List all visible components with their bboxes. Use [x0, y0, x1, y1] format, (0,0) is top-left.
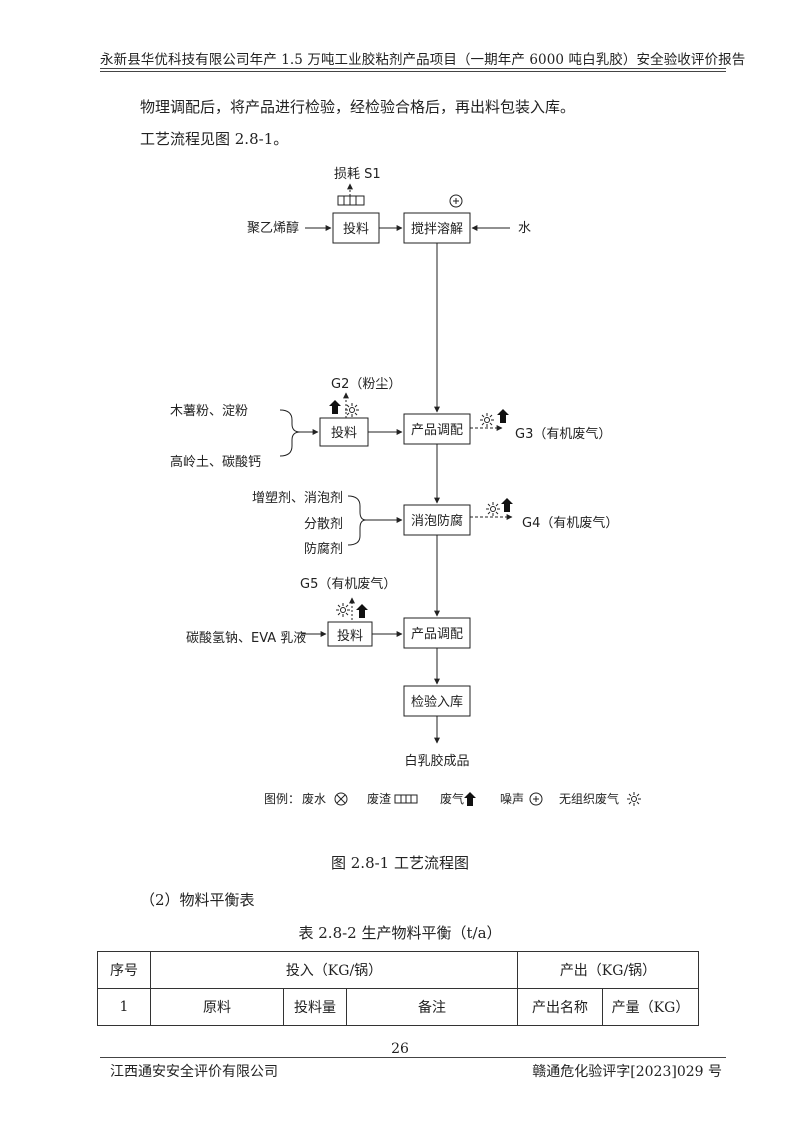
- fugitive-gas-icon: [626, 791, 642, 807]
- header-no: 序号: [97, 951, 151, 989]
- col-note: 备注: [346, 988, 518, 1026]
- fugitive-gas-icon: [485, 501, 501, 517]
- box-blend-1-label: 产品调配: [411, 423, 463, 438]
- page-header-title: 永新县华优科技有限公司年产 1.5 万吨工业胶粘剂产品项目（一期年产 6000 …: [100, 52, 746, 68]
- box-blend-2-label: 产品调配: [411, 627, 463, 642]
- emission-g2-label: G2（粉尘）: [331, 377, 401, 392]
- table-row: 序号 投入（KG/锅） 产出（KG/锅）: [97, 951, 699, 989]
- table-title: 表 2.8-2 生产物料平衡（t/a）: [298, 924, 502, 942]
- emission-g4-label: G4（有机废气）: [522, 515, 618, 531]
- bracket: [347, 495, 367, 546]
- gas-icon: [464, 792, 476, 806]
- input-starch-1: 木薯粉、淀粉: [170, 404, 248, 419]
- slag-icon: [337, 195, 365, 206]
- gas-icon: [501, 498, 513, 512]
- fugitive-gas-icon: [344, 402, 360, 418]
- footer-rule: [100, 1057, 726, 1058]
- col-out-qty: 产量（KG）: [602, 988, 699, 1026]
- box-blend-2: [403, 617, 471, 649]
- header-rule-thin: [100, 71, 726, 72]
- box-feed-2-label: 投料: [331, 425, 357, 441]
- gas-icon: [356, 604, 368, 618]
- input-additives-2: 分散剂: [304, 517, 343, 532]
- input-starch-2: 高岭土、碳酸钙: [170, 454, 261, 470]
- col-material: 原料: [150, 988, 284, 1026]
- fugitive-gas-icon: [479, 412, 495, 428]
- legend-prefix: 图例：: [264, 792, 300, 806]
- material-balance-table: 序号 投入（KG/锅） 产出（KG/锅） 1 原料 投料量 备注 产出名称 产量…: [97, 951, 699, 1026]
- box-feed-3: [327, 621, 373, 647]
- header-rule: [100, 68, 726, 69]
- gas-icon: [497, 409, 509, 423]
- emission-g3-label: G3（有机废气）: [515, 426, 611, 442]
- legend-gas: 废气: [440, 791, 464, 806]
- box-feed-1-label: 投料: [343, 221, 369, 237]
- box-feed-3-label: 投料: [337, 628, 363, 644]
- footer-doc-number: 赣通危化验评字[2023]029 号: [532, 1064, 722, 1080]
- header-input: 投入（KG/锅）: [150, 951, 518, 989]
- subsection-heading: （2）物料平衡表: [140, 891, 255, 909]
- gas-icon: [329, 400, 341, 414]
- box-inspect: [403, 685, 471, 717]
- box-inspect-label: 检验入库: [411, 694, 463, 710]
- row-no: 1: [97, 988, 151, 1026]
- process-flowchart: 损耗 S1 聚乙烯醇 投料 搅拌溶解 水 G2（粉尘） 木薯粉、淀粉 高岭土、碳…: [170, 167, 642, 807]
- fugitive-gas-icon: [335, 602, 351, 618]
- box-dissolve-label: 搅拌溶解: [411, 221, 463, 237]
- figure-caption: 图 2.8-1 工艺流程图: [330, 854, 469, 872]
- input-additives-3: 防腐剂: [304, 541, 343, 557]
- input-final: 碳酸氢钠、EVA 乳液: [186, 631, 306, 646]
- page-number: 26: [391, 1041, 409, 1057]
- col-out-name: 产出名称: [517, 988, 603, 1026]
- emission-s1-label: 损耗 S1: [334, 167, 381, 182]
- box-blend-1: [403, 413, 471, 445]
- col-qty: 投料量: [283, 988, 347, 1026]
- input-water: 水: [518, 221, 531, 236]
- legend-noise: 噪声: [500, 792, 524, 806]
- input-pva: 聚乙烯醇: [247, 220, 299, 236]
- box-defoam-label: 消泡防腐: [411, 513, 463, 529]
- legend-slag: 废渣: [367, 791, 391, 806]
- legend-wastewater: 废水: [302, 791, 326, 806]
- wastewater-icon: [334, 792, 348, 806]
- slag-icon: [394, 794, 418, 804]
- noise-icon: [529, 792, 543, 806]
- noise-icon: [449, 194, 463, 208]
- input-additives-1: 增塑剂、消泡剂: [252, 491, 343, 506]
- legend-fugitive: 无组织废气: [559, 791, 619, 806]
- box-feed-1: [332, 212, 380, 244]
- header-output: 产出（KG/锅）: [517, 951, 699, 989]
- footer-company: 江西通安安全评价有限公司: [110, 1064, 278, 1080]
- table-row: 1 原料 投料量 备注 产出名称 产量（KG）: [97, 988, 699, 1026]
- body-paragraph: 物理调配后，将产品进行检验，经检验合格后，再出料包装入库。: [140, 98, 576, 116]
- final-product: 白乳胶成品: [404, 753, 469, 769]
- body-paragraph: 工艺流程见图 2.8-1。: [140, 130, 289, 148]
- emission-g5-label: G5（有机废气）: [300, 576, 396, 592]
- box-feed-2: [319, 417, 369, 447]
- bracket: [279, 409, 301, 457]
